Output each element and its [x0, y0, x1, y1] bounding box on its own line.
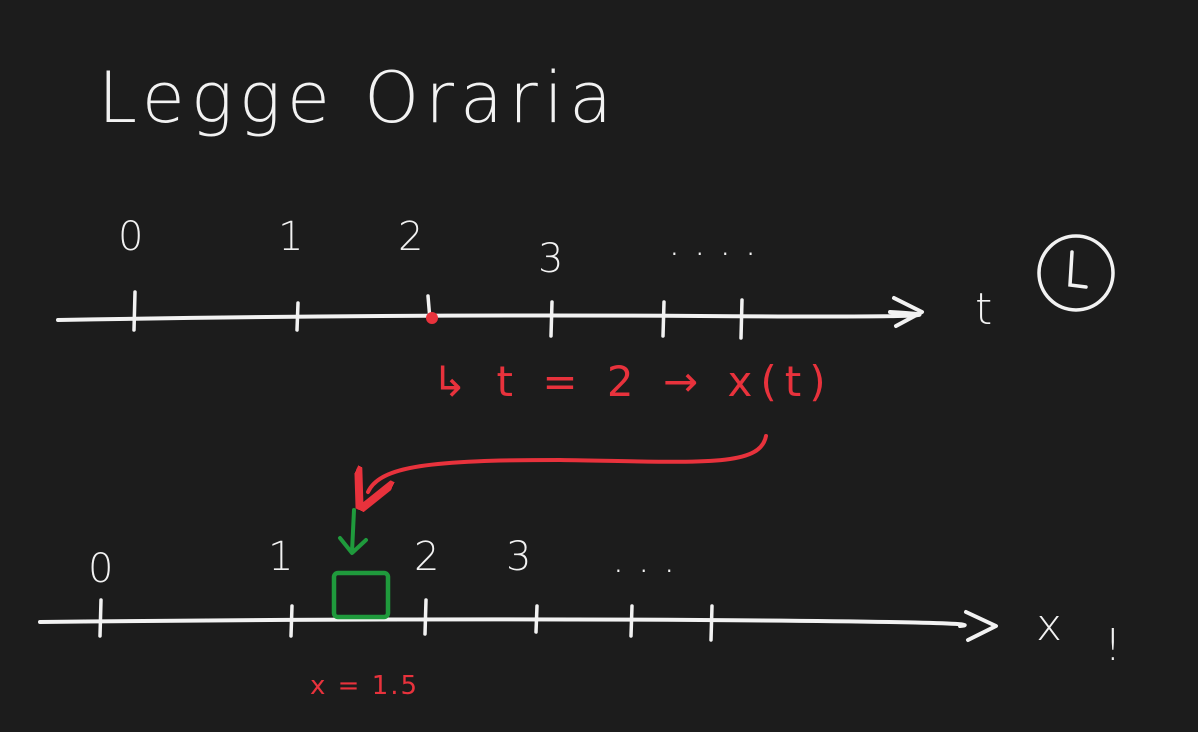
position-axis-arrowhead: [964, 610, 998, 642]
position-axis-ellipsis: . . .: [612, 536, 676, 582]
time-axis-line: [56, 310, 922, 322]
time-tick-label-1: 1: [278, 214, 303, 260]
position-tick-0: [98, 598, 103, 638]
position-tick-label-2: 2: [414, 534, 439, 580]
annotation-arrow: [368, 434, 768, 492]
position-axis-line: [38, 617, 967, 628]
clock-icon: [1037, 234, 1115, 312]
time-tick-3: [549, 300, 554, 338]
time-axis-label: t: [975, 284, 992, 335]
time-tick-0: [132, 290, 137, 332]
time-tick-5: [739, 298, 744, 340]
position-tick-2: [423, 598, 428, 636]
time-tick-label-2: 2: [398, 214, 423, 260]
position-axis-label: x: [1036, 600, 1062, 651]
object-box: [331, 570, 391, 620]
exclamation-mark: !: [1104, 620, 1122, 671]
position-value-label: x = 1.5: [310, 671, 419, 701]
time-tick-label-3: 3: [538, 236, 563, 282]
annotation: ↳ t = 2 → x(t): [368, 357, 834, 492]
position-tick-label-3: 3: [506, 534, 531, 580]
position-tick-4: [629, 604, 634, 638]
position-axis-ticks: [98, 598, 714, 642]
time-axis: 0 1 2 3 . . . . t: [56, 214, 1115, 340]
position-tick-label-0: 0: [88, 546, 113, 592]
time-axis-arrowhead: [892, 296, 924, 328]
position-tick-label-1: 1: [268, 534, 293, 580]
position-tick-5: [709, 604, 714, 642]
time-tick-4: [661, 300, 666, 338]
time-tick-label-0: 0: [118, 214, 143, 260]
position-tick-1: [289, 604, 294, 638]
time-axis-ticks: [132, 290, 744, 340]
annotation-text: ↳ t = 2 → x(t): [432, 357, 834, 406]
page-title: Legge Oraria: [98, 57, 618, 139]
position-tick-3: [534, 604, 539, 634]
green-arrow: [338, 508, 368, 555]
time-axis-ellipsis: . . . .: [668, 219, 757, 265]
time-tick-1: [295, 301, 300, 332]
position-axis: 0 1 2 3 . . . x ! x = 1.5: [38, 508, 1122, 701]
time-marker-dot: [426, 312, 438, 324]
green-object: [331, 508, 391, 620]
